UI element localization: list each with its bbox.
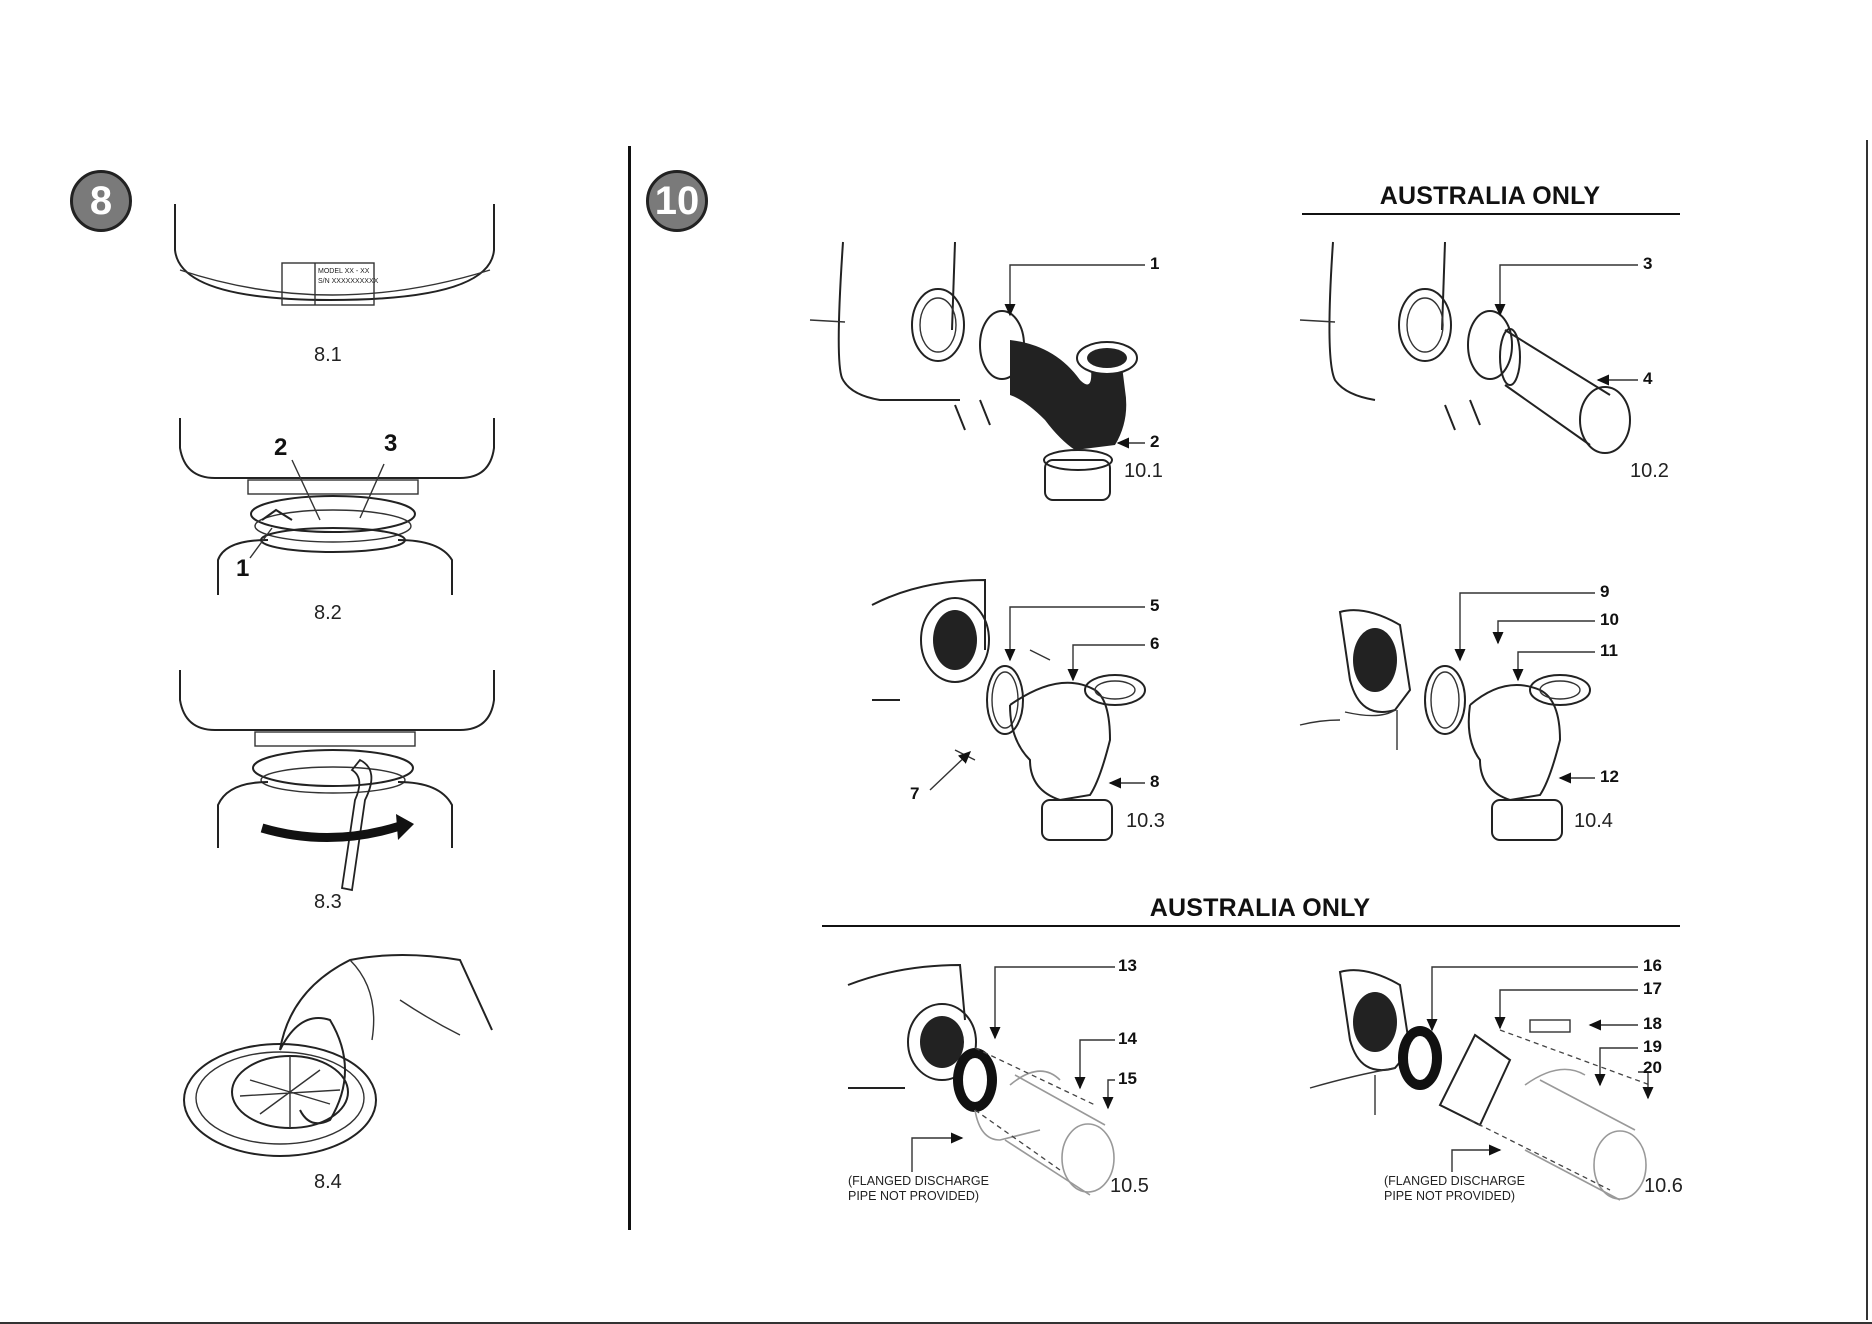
figure-10-6-flanged-discharge [1310, 970, 1650, 1200]
figure-label-10-6: 10.6 [1644, 1175, 1683, 1198]
callout-10-3: 3 [1643, 254, 1652, 274]
figure-label-10-5: 10.5 [1110, 1175, 1149, 1198]
nameplate-model: MODEL XX - XX [318, 268, 369, 276]
callout-10-17: 17 [1643, 979, 1662, 999]
callout-10-4: 4 [1643, 369, 1652, 389]
figure-10-4-flanged-y [1300, 610, 1590, 840]
figure-10-5-flanged-discharge [848, 965, 1114, 1195]
figure-label-10-2: 10.2 [1630, 460, 1669, 483]
column-divider [628, 146, 631, 1230]
note-10-5-line-2: PIPE NOT PROVIDED) [848, 1189, 979, 1204]
figure-label-8-4: 8.4 [314, 1171, 342, 1194]
callout-10-15: 15 [1118, 1069, 1137, 1089]
callout-10-12: 12 [1600, 767, 1619, 787]
callout-10-10: 10 [1600, 610, 1619, 630]
heading-rule-bottom [822, 925, 1680, 927]
page-edge-right [1866, 140, 1868, 1320]
figure-8-3-twist-mount [180, 670, 494, 890]
callout-10-8: 8 [1150, 772, 1159, 792]
figure-label-8-2: 8.2 [314, 602, 342, 625]
callout-10-9: 9 [1600, 582, 1609, 602]
step-8-badge: 8 [70, 170, 132, 232]
callout-10-6: 6 [1150, 634, 1159, 654]
callout-10-7: 7 [910, 784, 919, 804]
callout-10-2: 2 [1150, 432, 1159, 452]
figure-8-2-mounting-assembly [180, 418, 494, 595]
callout-10-16: 16 [1643, 956, 1662, 976]
callout-10-13: 13 [1118, 956, 1137, 976]
note-10-6-line-2: PIPE NOT PROVIDED) [1384, 1189, 1515, 1204]
heading-rule-top [1302, 213, 1680, 215]
callout-8-2-1: 1 [236, 555, 249, 583]
figure-label-10-1: 10.1 [1124, 460, 1163, 483]
callout-10-5: 5 [1150, 596, 1159, 616]
note-10-5-line-1: (FLANGED DISCHARGE [848, 1174, 989, 1189]
figure-8-1-disposer-bottom [175, 204, 494, 305]
callout-8-2-3: 3 [384, 430, 397, 458]
step-10-badge: 10 [646, 170, 708, 232]
figure-label-8-3: 8.3 [314, 891, 342, 914]
figure-10-1-y-connector [810, 242, 1137, 500]
callout-8-2-2: 2 [274, 434, 287, 462]
figure-label-10-4: 10.4 [1574, 810, 1613, 833]
figure-10-2-straight-pipe [1300, 242, 1630, 453]
callout-10-20: 20 [1643, 1058, 1662, 1078]
callout-10-1: 1 [1150, 254, 1159, 274]
callout-10-19: 19 [1643, 1037, 1662, 1057]
callout-10-18: 18 [1643, 1014, 1662, 1034]
australia-only-heading-bottom: AUSTRALIA ONLY [1060, 894, 1460, 923]
callout-10-14: 14 [1118, 1029, 1137, 1049]
australia-only-heading-top: AUSTRALIA ONLY [1300, 182, 1680, 211]
note-10-6-line-1: (FLANGED DISCHARGE [1384, 1174, 1525, 1189]
figure-8-4-sink-stopper [184, 955, 492, 1156]
nameplate-serial: S/N XXXXXXXXXX [318, 278, 378, 286]
figure-label-8-1: 8.1 [314, 344, 342, 367]
figure-label-10-3: 10.3 [1126, 810, 1165, 833]
callout-10-11: 11 [1600, 641, 1618, 661]
